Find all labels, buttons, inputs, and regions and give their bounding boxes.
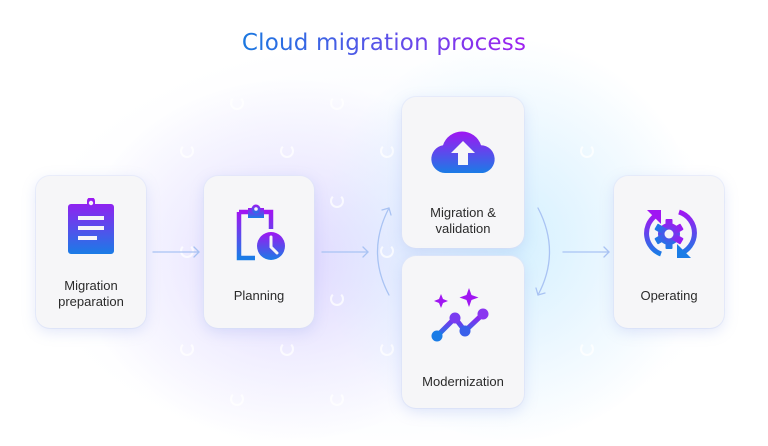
step-label: Planning [233,288,285,303]
watermark-logo-icon [280,342,294,356]
clipboard-list-icon [68,198,114,254]
step-label: Migration & validation [430,205,496,236]
watermark-logo-icon [180,244,194,258]
gear-cycle-icon [644,209,697,258]
arrow-curved-down [535,207,551,296]
step-card-planning: Planning [204,176,314,328]
watermark-logo-icon [580,342,594,356]
diagram-title: Cloud migration process [0,30,768,56]
watermark-logo-icon [380,342,394,356]
arrow-planning-to-migration [321,246,369,258]
step-card-migration-preparation: Migration preparation [36,176,146,328]
watermark-logo-icon [280,144,294,158]
watermark-logo-icon [330,292,344,306]
step-label: Operating [640,288,698,303]
sparkle-trend-icon [431,288,489,342]
watermark-logo-icon [330,96,344,110]
step-card-migration-validation: Migration & validation [402,97,524,248]
watermark-logo-icon [380,244,394,258]
diagram-title-text: Cloud migration process [241,30,527,56]
step-label: Modernization [422,374,504,389]
cloud-upload-icon [431,131,495,173]
watermark-logo-icon [180,342,194,356]
step-card-operating: Operating [614,176,724,328]
watermark-logo-icon [330,392,344,406]
watermark-logo-icon [180,144,194,158]
watermark-logo-icon [580,144,594,158]
watermark-logo-icon [230,96,244,110]
step-card-modernization: Modernization [402,256,524,408]
watermark-logo-icon [230,392,244,406]
watermark-logo-icon [380,144,394,158]
clipboard-clock-icon [236,204,285,261]
arrow-migration-to-operating [562,246,610,258]
watermark-logo-icon [330,194,344,208]
step-label: Migration preparation [58,278,124,309]
arrow-prep-to-planning [152,246,200,258]
arrow-curved-up [376,207,392,296]
